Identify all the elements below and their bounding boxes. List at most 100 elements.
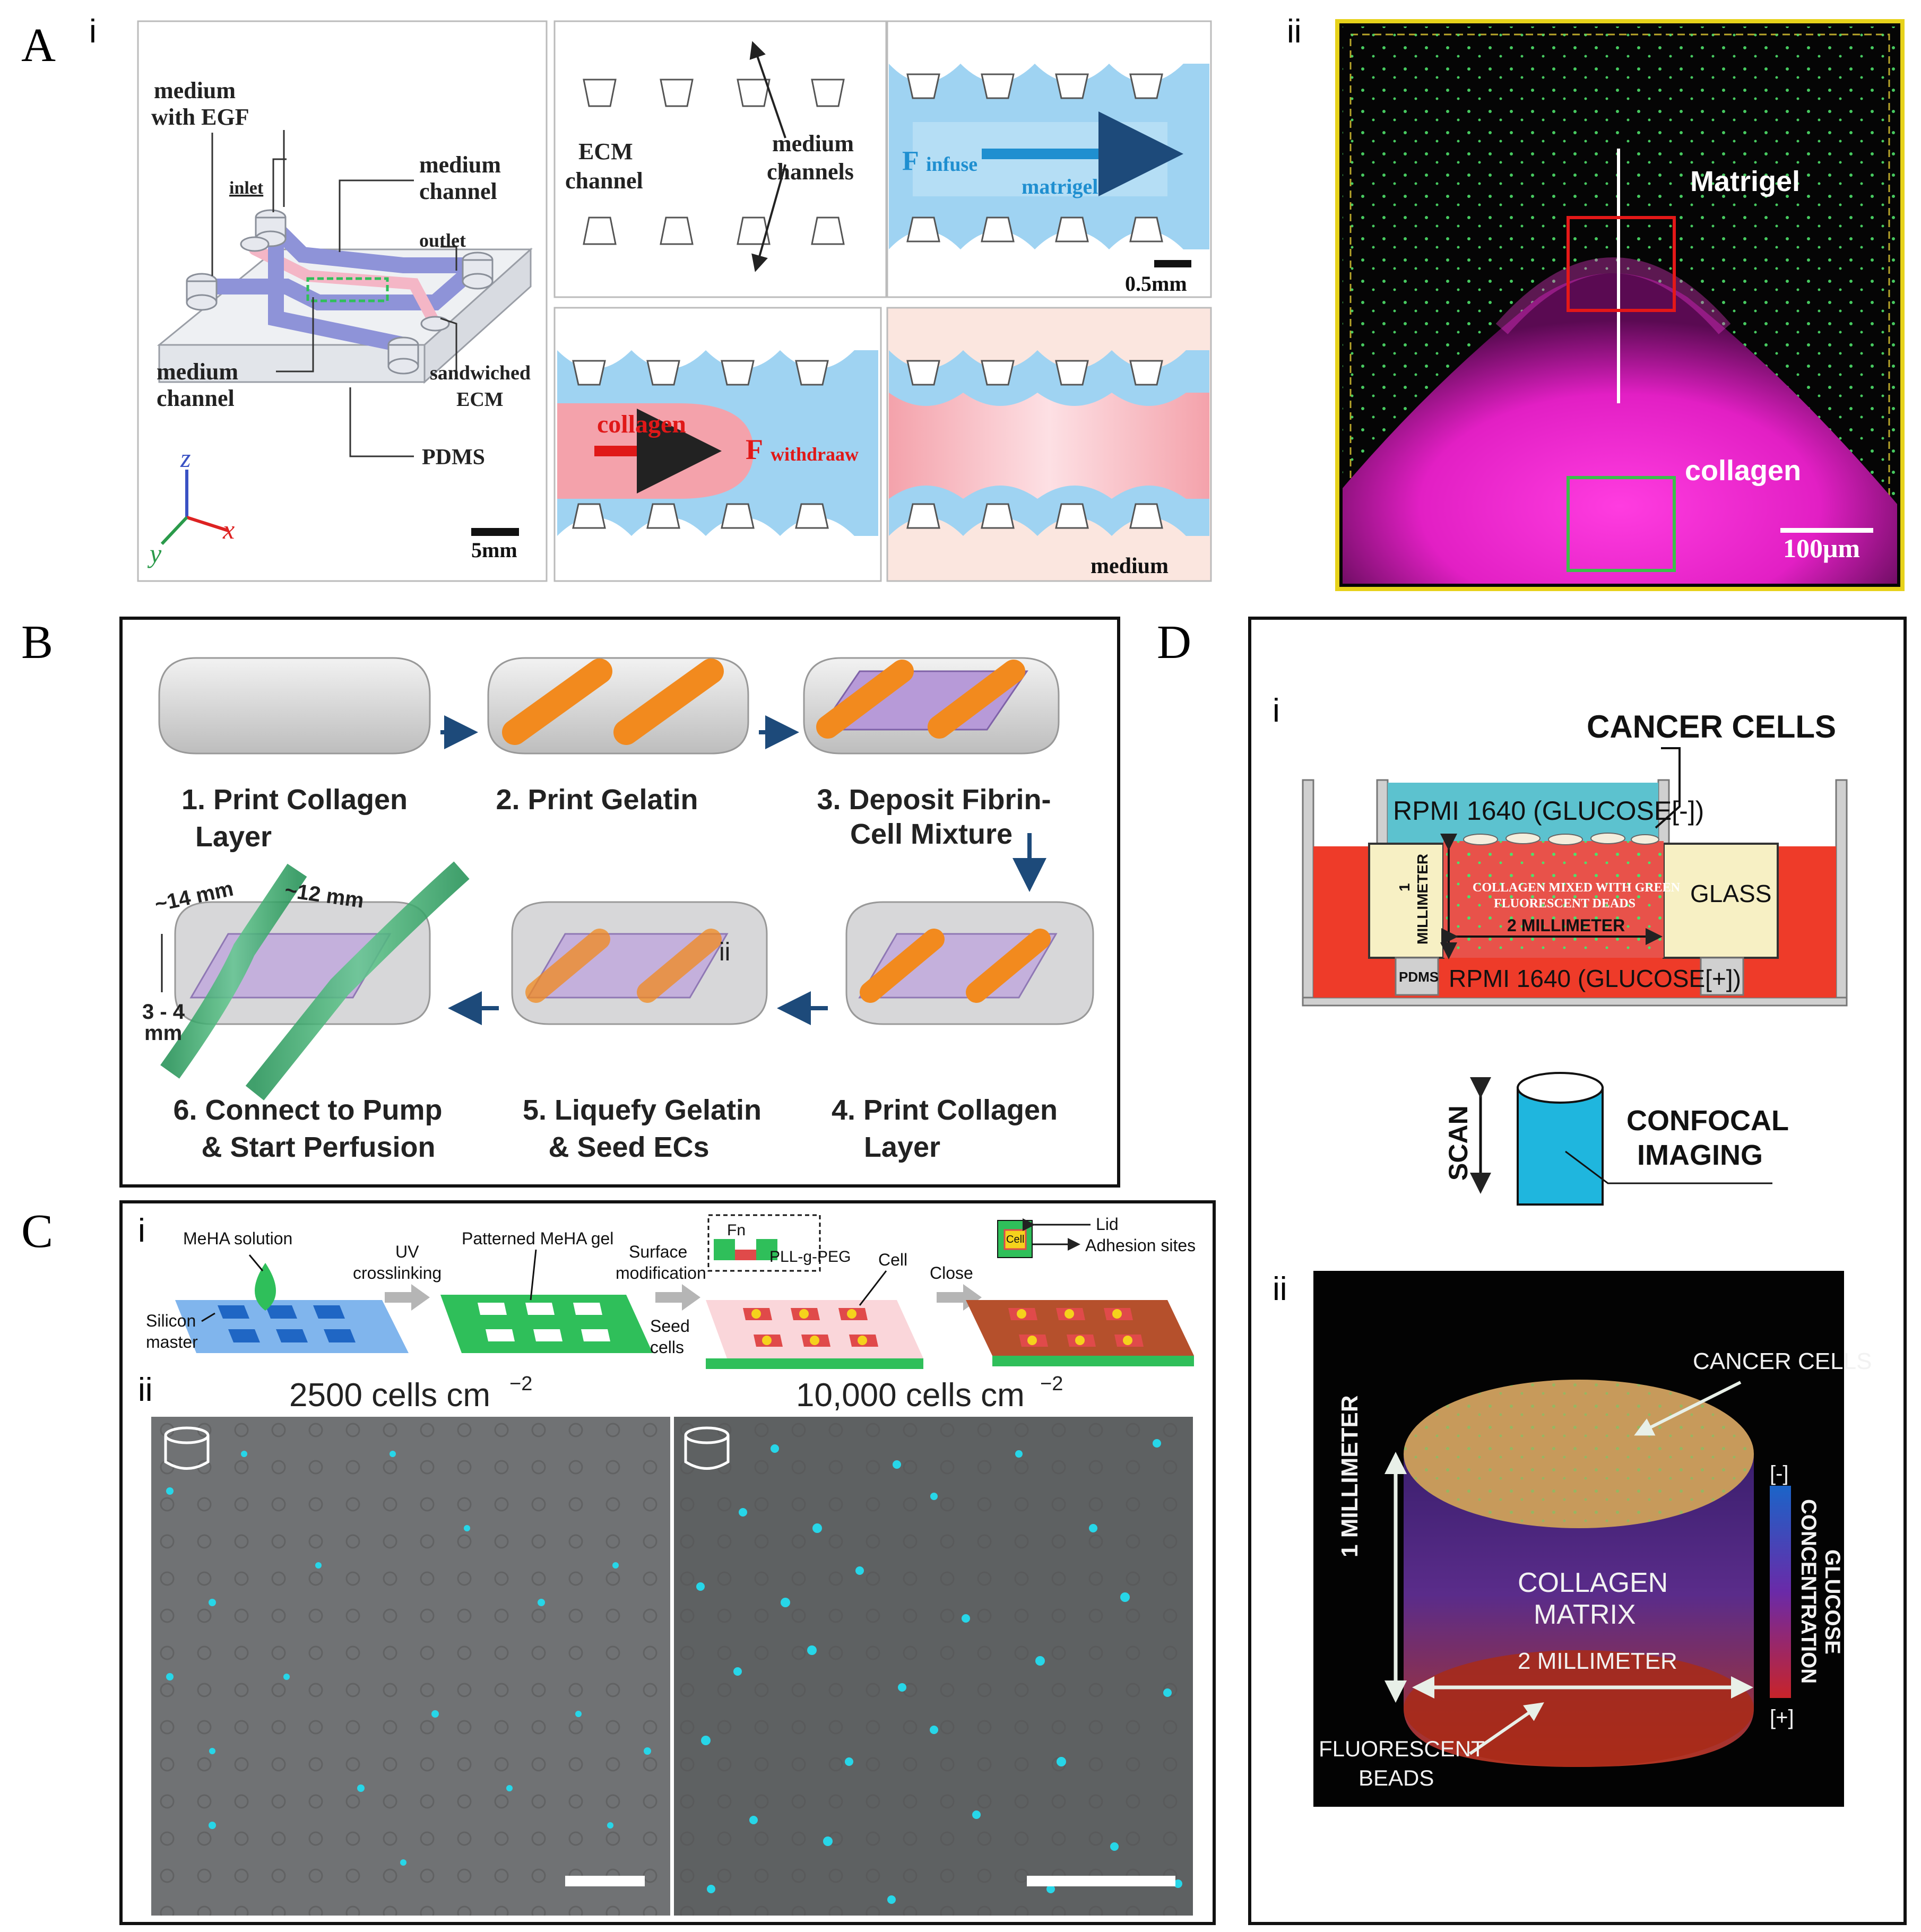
step6-caption-2: & Start Perfusion [201,1131,435,1163]
step3-slab [803,657,1060,755]
label-uv-2: crosslinking [353,1263,442,1283]
panel-b-letter: B [21,616,53,669]
panel-a: A i [21,13,1905,591]
glucose-3d-render: CANCER CELLS 1 MILLIMETER COLLAGEN MATRI… [1313,1271,1872,1807]
panel-d-i-label: i [1273,692,1280,729]
step5-slab: ii [511,901,768,1025]
density-superscript-left: −2 [509,1373,532,1395]
scale-bar-5mm [471,528,519,536]
label-sandwiched-2: ECM [456,388,504,411]
label-two-mm-schematic: 2 MILLIMETER [1507,916,1625,935]
label-beads-2: BEADS [1358,1765,1434,1790]
scale-bar-0-5mm [1154,260,1191,267]
label-medium-egf-2: with EGF [151,104,249,130]
step5-caption-2: & Seed ECs [548,1131,709,1163]
label-uv-1: UV [395,1242,419,1261]
label-fn: Fn [727,1221,746,1239]
label-medium-channels-1: medium [772,131,854,157]
label-collagen-matrix-1: COLLAGEN [1518,1567,1668,1598]
label-medium-channels-2: channels [767,159,854,185]
density-label-right: 10,000 cells cm [796,1377,1025,1414]
label-meha-solution: MeHA solution [183,1229,292,1248]
label-rpmi-minus: RPMI 1640 (GLUCOSE[-]) [1393,796,1704,826]
matrigel-collagen-micrograph: ii Matrigel collagen 100μm [1287,13,1905,591]
label-cell: Cell [878,1250,907,1269]
label-glass: GLASS [1690,880,1771,907]
scale-label-100um: 100μm [1783,533,1860,563]
label-infuse: infuse [926,153,977,176]
label-patterned-meha: Patterned MeHA gel [462,1229,613,1248]
label-collagen-matrix-2: MATRIX [1534,1599,1636,1630]
device-schematic: medium with EGF inlet medium channel out… [137,20,548,582]
step5-caption-1: 5. Liquefy Gelatin [523,1094,762,1126]
label-pdms-d: PDMS [1399,969,1439,985]
label-cancer-cells-render: CANCER CELLS [1693,1348,1872,1374]
step6-caption-1: 6. Connect to Pump [173,1094,442,1126]
step4-slab [845,901,1094,1025]
panel-d: D i CANCER CELLS RPMI 1640 (GLUCO [1157,616,1907,1925]
label-surface-1: Surface [629,1242,687,1261]
label-confocal-2: IMAGING [1637,1139,1763,1171]
label-glucose: GLUCOSE [1821,1549,1844,1654]
panel-a-step3: collagen F withdraaw [553,307,882,582]
label-matrigel: Matrigel [1690,166,1800,197]
label-pdms: PDMS [422,445,485,470]
label-outlet: outlet [419,230,466,251]
glucose-colorbar [1770,1486,1791,1698]
panel-a-step1: ECM channel medium channels [553,20,887,298]
cell-array-2500 [151,1417,670,1916]
panel-d-ii-label: ii [1273,1271,1287,1307]
label-confocal-1: CONFOCAL [1626,1105,1789,1137]
label-medium-channel-bottom-1: medium [157,359,238,385]
label-concentration: CONCENTRATION [1797,1499,1820,1684]
label-lid: Lid [1096,1215,1119,1234]
panel-c: C i MeHA solution Silicon master UV cros… [21,1200,1216,1925]
label-close: Close [930,1263,973,1283]
roi-box-green [1567,476,1676,572]
label-medium-egf-1: medium [154,77,236,103]
xyz-axis-icon: z x y [147,443,235,568]
label-collagen-mix-1: COLLAGEN MIXED WITH GREEN [1473,881,1681,895]
label-f-withdraw: F [746,434,763,465]
step3-caption-1: 3. Deposit Fibrin- [817,784,1051,816]
scale-bar-100um [1780,528,1873,533]
label-ecm-channel-1: ECM [578,138,633,164]
scale-label-5mm: 5mm [471,538,517,562]
label-f-infuse: F [902,146,919,176]
panel-a-step2: F infuse matrigel 0.5mm [886,20,1212,298]
panel-d-letter: D [1157,616,1191,669]
label-surface-2: modification [616,1263,706,1283]
step2-slab [487,657,749,755]
panel-b: B ii [21,616,1120,1188]
density-superscript-right: −2 [1040,1373,1063,1395]
label-pll-g-peg: PLL-g-PEG [769,1248,851,1266]
glucose-chamber-schematic: CANCER CELLS RPMI 1640 (GLUCOSE[-]) RPMI… [1302,709,1848,1007]
scale-bar-left [565,1876,645,1886]
label-medium-channel-top-2: channel [419,178,497,204]
step4-caption-2: Layer [864,1131,940,1163]
label-seed-2: cells [650,1338,684,1357]
label-beads-1: FLUORESCENT [1319,1736,1485,1761]
panel-c-letter: C [21,1205,53,1258]
dim-height-2: mm [144,1021,182,1045]
well-icon-right [684,1426,730,1470]
label-colorbar-plus: [+] [1770,1706,1794,1729]
label-medium-channel-bottom-2: channel [157,385,235,411]
label-collagen-mix-2: FLUORESCENT DEADS [1494,897,1636,911]
label-sandwiched-1: sandwiched [430,362,531,384]
panel-c-i-label: i [138,1212,145,1249]
label-withdraw: withdraaw [771,444,859,465]
axis-y-label: y [147,539,162,568]
label-silicon-1: Silicon [146,1311,196,1330]
label-matrigel-flow: matrigel [1022,175,1098,198]
label-rpmi-plus: RPMI 1640 (GLUCOSE[+]) [1449,965,1741,992]
label-inlet: inlet [229,178,264,198]
step4-caption-1: 4. Print Collagen [832,1094,1058,1126]
cell-array-10000 [674,1417,1193,1916]
confocal-objective: SCAN CONFOCAL IMAGING [1443,1072,1789,1206]
axis-x-label: x [222,515,235,544]
label-medium-channel-top-1: medium [419,152,501,178]
step1-slab [158,657,431,755]
label-one: 1 [1396,883,1413,891]
